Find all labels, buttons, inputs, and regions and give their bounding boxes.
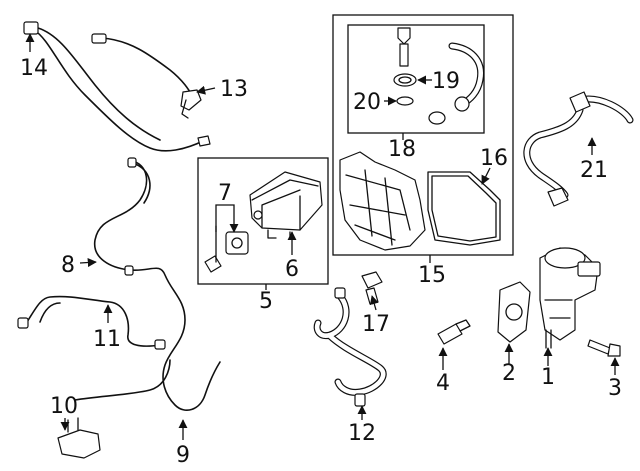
callout-19: 19 [432, 69, 460, 94]
callout-9: 9 [176, 443, 190, 468]
wiring-harness [17, 157, 221, 459]
callout-12: 12 [348, 421, 376, 446]
hose-21 [523, 91, 634, 207]
callout-16: 16 [480, 146, 508, 171]
callout-1: 1 [541, 365, 555, 390]
tube-12 [313, 287, 387, 407]
callout-10: 10 [50, 394, 78, 419]
canister-assembly-box [197, 157, 329, 285]
callout-2: 2 [502, 361, 516, 386]
callout-17: 17 [362, 312, 390, 337]
valve-cover [339, 151, 426, 251]
callout-11: 11 [93, 327, 121, 352]
callout-20: 20 [353, 90, 381, 115]
egr-gasket [497, 281, 531, 343]
callout-21: 21 [580, 158, 608, 183]
callout-3: 3 [608, 376, 622, 401]
leader-lines [25, 33, 620, 440]
purge-valve [204, 225, 249, 273]
gasket [427, 171, 501, 246]
callout-6: 6 [285, 257, 299, 282]
callout-18: 18 [388, 137, 416, 162]
callout-13: 13 [220, 77, 248, 102]
egr-valve [539, 247, 601, 349]
callout-15: 15 [418, 263, 446, 288]
callout-7: 7 [218, 181, 232, 206]
callout-14: 14 [20, 56, 48, 81]
valve-cover-assembly-box [332, 14, 514, 256]
callout-labels: 14 13 8 11 10 9 7 6 5 15 18 19 20 16 21 … [20, 56, 622, 468]
bolt-17 [361, 271, 383, 305]
sensor-4 [437, 319, 471, 345]
callout-8: 8 [61, 253, 75, 278]
pcv-components [393, 27, 485, 125]
canister [249, 171, 323, 239]
bolt-3 [587, 339, 621, 357]
callout-5: 5 [259, 289, 273, 314]
callout-4: 4 [436, 371, 450, 396]
oxygen-sensor-harness [23, 21, 211, 152]
